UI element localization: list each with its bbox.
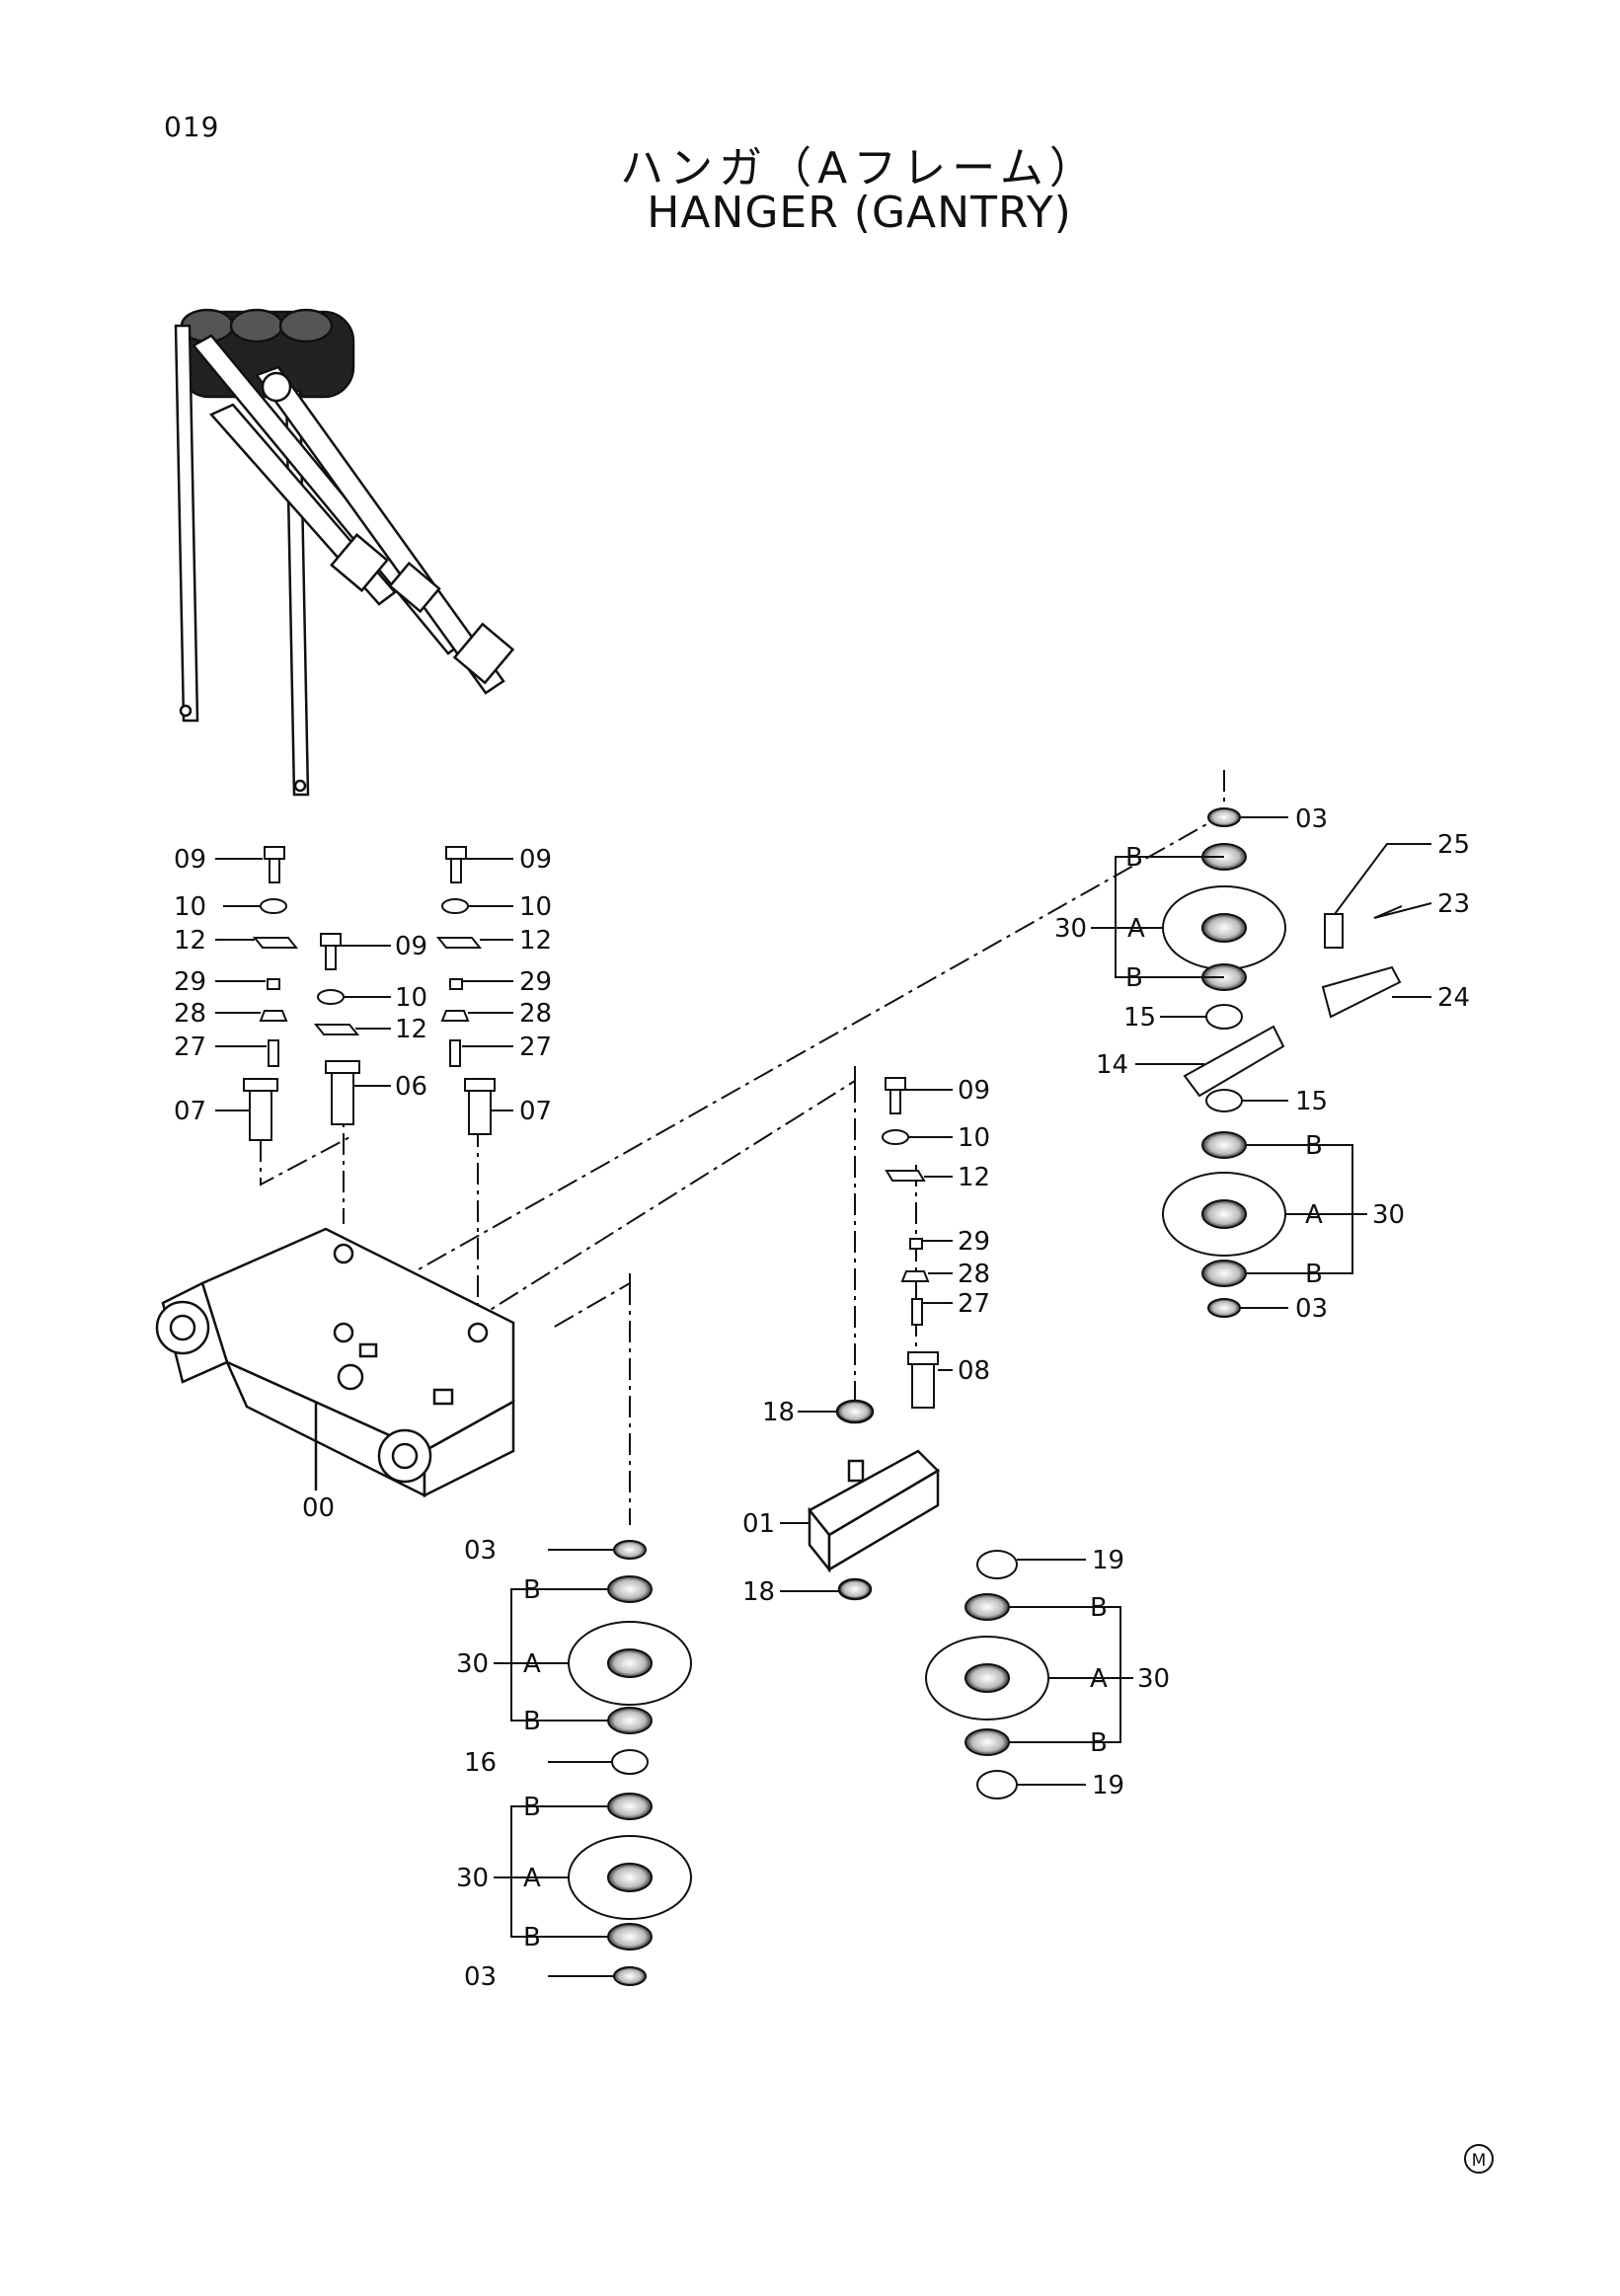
callout-30: 30	[456, 1864, 490, 1893]
callout-07: 07	[519, 1097, 553, 1126]
callout-27: 27	[174, 1033, 207, 1062]
callout-06: 06	[395, 1072, 428, 1102]
callout-00: 00	[302, 1493, 336, 1523]
callout-15: 15	[1123, 1003, 1157, 1033]
callout-09: 09	[174, 845, 207, 875]
corner-mark: M	[1464, 2144, 1494, 2174]
callout-27: 27	[958, 1289, 991, 1319]
callout-09: 09	[958, 1076, 991, 1106]
callout-B: B	[523, 1575, 541, 1605]
callout-B: B	[523, 1923, 541, 1952]
bracket-01	[808, 1399, 941, 1601]
callout-12: 12	[174, 926, 207, 956]
callout-30: 30	[456, 1649, 490, 1679]
callout-B: B	[1125, 963, 1143, 993]
callout-10: 10	[395, 983, 428, 1013]
callout-B: B	[1305, 1260, 1323, 1289]
callout-03: 03	[464, 1536, 498, 1566]
callout-A: A	[1090, 1664, 1108, 1694]
callout-19: 19	[1092, 1546, 1125, 1575]
fasteners	[243, 846, 1403, 1409]
callout-30: 30	[1372, 1200, 1406, 1230]
callout-12: 12	[519, 926, 553, 956]
callout-12: 12	[395, 1015, 428, 1044]
callout-16: 16	[464, 1748, 498, 1778]
callout-B: B	[1090, 1593, 1108, 1623]
callout-B: B	[523, 1707, 541, 1736]
leader-lines	[215, 816, 1432, 1977]
callout-14: 14	[1096, 1050, 1129, 1080]
callout-18: 18	[742, 1577, 776, 1607]
callout-12: 12	[958, 1163, 991, 1192]
callout-09: 09	[519, 845, 553, 875]
callout-03: 03	[1295, 1294, 1329, 1324]
gantry-overview-illustration	[174, 308, 515, 797]
hanger-frame-00	[155, 1227, 515, 1498]
callout-B: B	[523, 1793, 541, 1822]
callout-15: 15	[1295, 1087, 1329, 1116]
callout-10: 10	[519, 892, 553, 922]
callout-B: B	[1305, 1131, 1323, 1161]
callout-30: 30	[1137, 1664, 1171, 1694]
callout-A: A	[523, 1649, 541, 1679]
callout-03: 03	[464, 1962, 498, 1992]
callout-10: 10	[174, 892, 207, 922]
callout-28: 28	[519, 999, 553, 1029]
callout-A: A	[1127, 914, 1145, 944]
page-number: 019	[164, 111, 220, 143]
callout-08: 08	[958, 1356, 991, 1386]
callout-B: B	[1090, 1728, 1108, 1758]
callout-30: 30	[1054, 914, 1088, 944]
callout-A: A	[1305, 1200, 1323, 1230]
callout-19: 19	[1092, 1771, 1125, 1800]
callout-28: 28	[174, 999, 207, 1029]
title-japanese: ハンガ（Aフレーム）	[620, 143, 1099, 193]
title-english: HANGER (GANTRY)	[647, 188, 1072, 238]
callout-24: 24	[1437, 983, 1471, 1013]
callout-29: 29	[174, 967, 207, 997]
callout-29: 29	[519, 967, 553, 997]
callout-10: 10	[958, 1123, 991, 1153]
callout-27: 27	[519, 1033, 553, 1062]
callout-03: 03	[1295, 804, 1329, 834]
callout-07: 07	[174, 1097, 207, 1126]
callout-18: 18	[762, 1398, 796, 1427]
callout-A: A	[523, 1864, 541, 1893]
callout-29: 29	[958, 1227, 991, 1257]
callout-28: 28	[958, 1260, 991, 1289]
callout-B: B	[1125, 843, 1143, 873]
callout-01: 01	[742, 1509, 776, 1539]
callout-23: 23	[1437, 889, 1471, 919]
callout-09: 09	[395, 932, 428, 961]
callout-25: 25	[1437, 830, 1471, 860]
